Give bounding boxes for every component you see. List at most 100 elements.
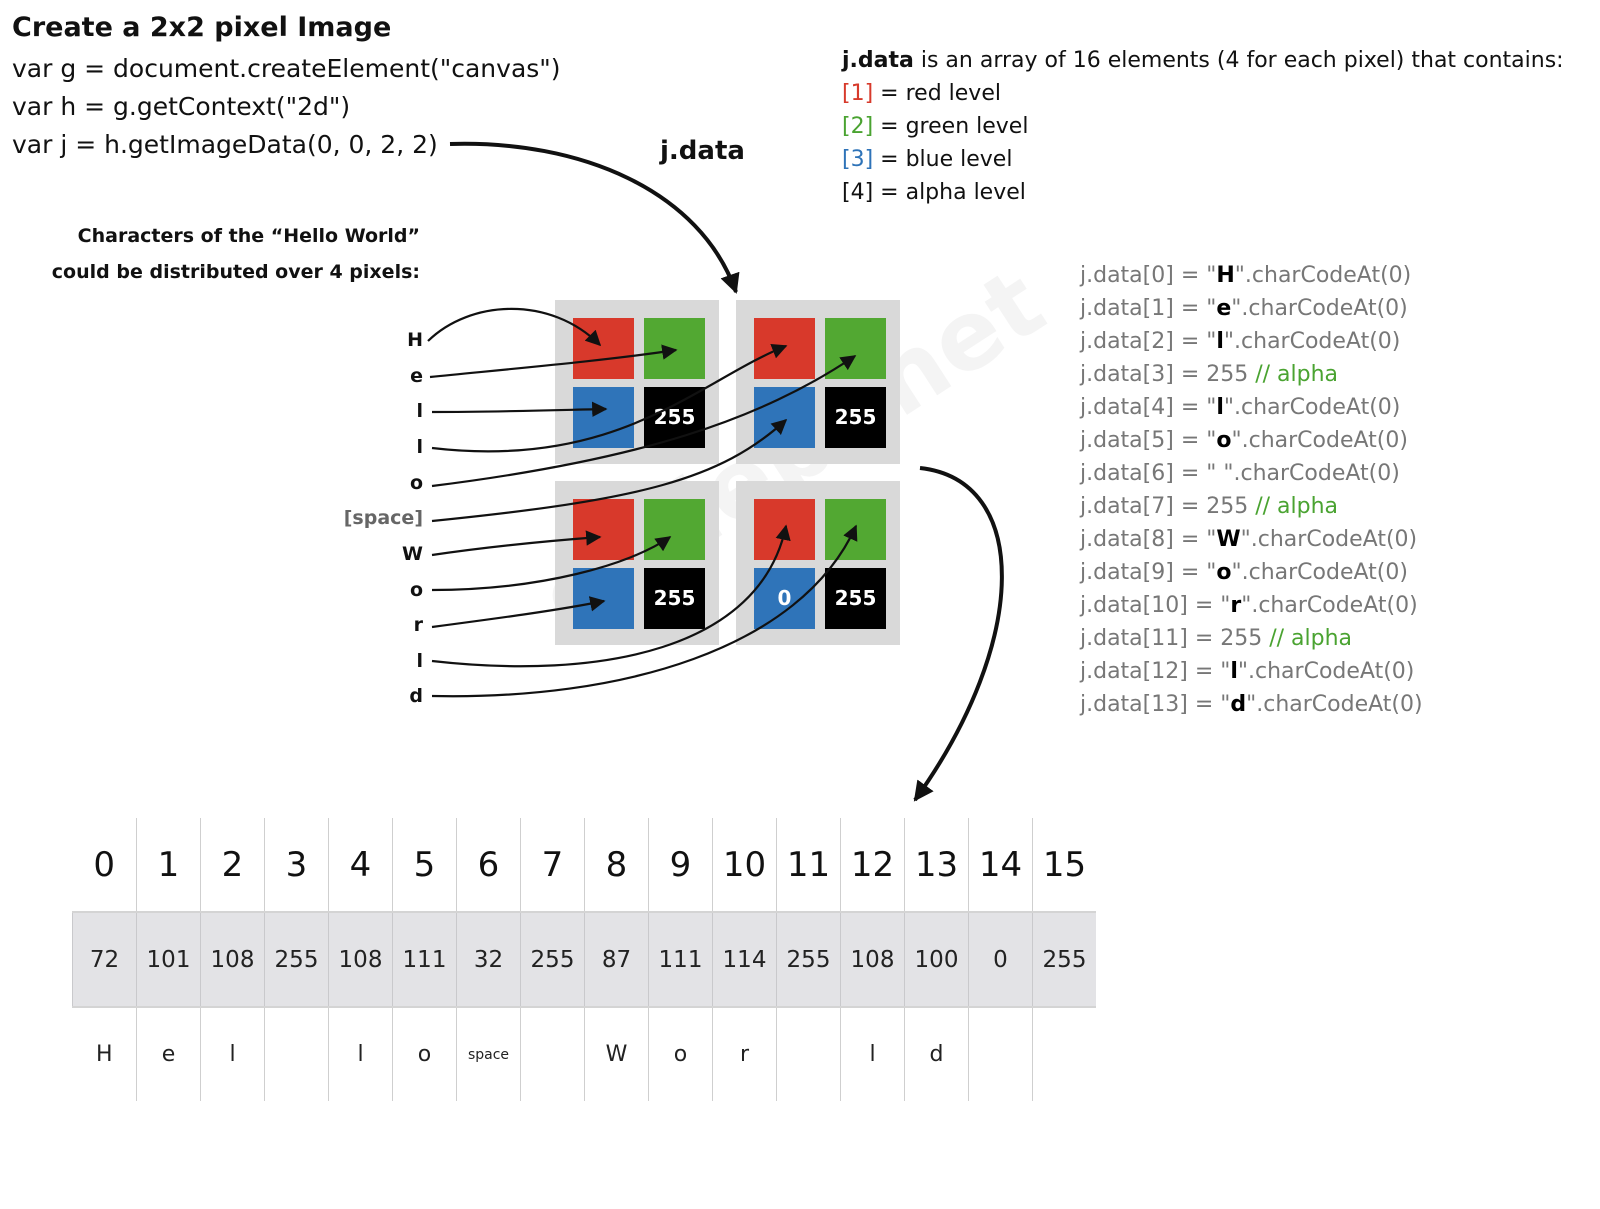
value-cell: 255 [1032,912,1096,1007]
assign-pre: j.data[4] = " [1080,395,1217,420]
chars-caption: Characters of the “Hello World” could be… [52,218,420,290]
assign-post: ".charCodeAt(0) [1231,428,1408,453]
value-cell: 87 [584,912,649,1007]
arrow-to-jdata [449,141,740,294]
assign-post: ".charCodeAt(0) [1234,263,1412,288]
value-cell: 72 [72,912,137,1007]
code-line: var h = g.getContext("2d") [12,92,351,121]
alpha-value: 255 [653,405,696,429]
alpha-value: 255 [834,586,877,610]
index-cell: 6 [456,818,521,912]
index-cell: 0 [72,818,137,912]
assign-pre: j.data[1] = " [1080,296,1217,321]
letter: W [402,543,423,565]
char-cell: H [72,1007,137,1101]
index-cell: 13 [904,818,969,912]
char-cell: d [904,1007,969,1101]
value-cell: 255 [776,912,841,1007]
assign-char: o [1216,560,1232,585]
letter: o [409,579,423,601]
description-text: is an array of 16 elements (4 for each p… [913,48,1564,73]
arrow-W [431,530,602,557]
assign-post: ".charCodeAt(0) [1223,329,1401,354]
caption-line: Characters of the “Hello World” [77,225,420,247]
legend-item-alpha: [4] = alpha level [842,176,1026,209]
green-channel [644,499,705,560]
legend-index: [1] [842,81,874,106]
assign-pre: j.data[5] = " [1080,428,1217,453]
assign-char: o [1216,428,1232,453]
letter: l [416,400,423,422]
letter: d [409,685,423,707]
alpha-value: 255 [653,586,696,610]
assign-char: e [1216,296,1232,321]
legend-text: = green level [873,114,1029,139]
index-cell: 5 [392,818,457,912]
assignment-line: j.data[12] = "l".charCodeAt(0) [1080,655,1414,688]
arrow-l2 [431,343,788,453]
char-cell [968,1007,1033,1101]
index-cell: 14 [968,818,1033,912]
value-cell: 101 [136,912,201,1007]
value-cell: 108 [200,912,265,1007]
assignment-line: j.data[7] = 255 // alpha [1080,490,1338,523]
index-cell: 3 [264,818,329,912]
assign-char: W [1216,527,1241,552]
alpha-channel [644,568,705,629]
value-cell: 32 [456,912,521,1007]
red-channel [573,499,634,560]
assignment-line: j.data[9] = "o".charCodeAt(0) [1080,556,1408,589]
assign-post: ".charCodeAt(0) [1246,692,1423,717]
assign-pre: j.data[0] = " [1080,263,1217,288]
assign-pre: j.data[11] = 255 [1080,626,1270,651]
assign-pre: j.data[13] = " [1080,692,1231,717]
pixel-0: 255 [555,300,719,464]
assign-pre: j.data[7] = 255 [1080,494,1256,519]
assign-post: ".charCodeAt(0) [1231,560,1408,585]
arrow-d [431,524,858,698]
assign-post: ".charCodeAt(0) [1240,527,1418,552]
assign-pre: j.data[6] = " ".charCodeAt(0) [1080,461,1400,486]
value-cell: 111 [392,912,457,1007]
assignment-line: j.data[8] = "W".charCodeAt(0) [1080,523,1417,556]
arrow-to-table [913,466,1004,802]
red-channel [573,318,634,379]
alpha-channel [825,387,886,448]
pixel-1: 255 [736,300,900,464]
char-cell: l [328,1007,393,1101]
assign-pre: j.data[2] = " [1080,329,1217,354]
assignment-line: j.data[5] = "o".charCodeAt(0) [1080,424,1408,457]
assign-comment: // alpha [1269,626,1353,651]
value-cell: 111 [648,912,713,1007]
char-cell [1032,1007,1096,1101]
letter: e [410,365,423,387]
char-cell: l [200,1007,265,1101]
index-cell: 15 [1032,818,1096,912]
arrow-H [427,307,602,347]
blue-channel [573,387,634,448]
letter: o [409,472,423,494]
assign-char: r [1230,593,1242,618]
legend-item-green: [2] = green level [842,110,1028,143]
assignment-line: j.data[4] = "l".charCodeAt(0) [1080,391,1400,424]
description: j.data is an array of 16 elements (4 for… [842,44,1564,77]
legend-text: = blue level [873,147,1013,172]
index-cell: 9 [648,818,713,912]
index-cell: 1 [136,818,201,912]
letter: H [407,329,423,351]
index-cell: 7 [520,818,585,912]
pixel-2: 255 [555,481,719,645]
arrow-l1 [431,401,608,417]
page-title: Create a 2x2 pixel Image [12,12,392,43]
code-line: var g = document.createElement("canvas") [12,54,561,83]
assign-pre: j.data[3] = 255 [1080,362,1256,387]
code-line: var j = h.getImageData(0, 0, 2, 2) [12,130,438,159]
assign-post: ".charCodeAt(0) [1223,395,1401,420]
value-cell: 255 [520,912,585,1007]
assign-pre: j.data[12] = " [1080,659,1231,684]
assign-post: ".charCodeAt(0) [1241,593,1418,618]
assign-post: ".charCodeAt(0) [1231,296,1408,321]
assignment-line: j.data[11] = 255 // alpha [1080,622,1352,655]
legend-index: [2] [842,114,874,139]
